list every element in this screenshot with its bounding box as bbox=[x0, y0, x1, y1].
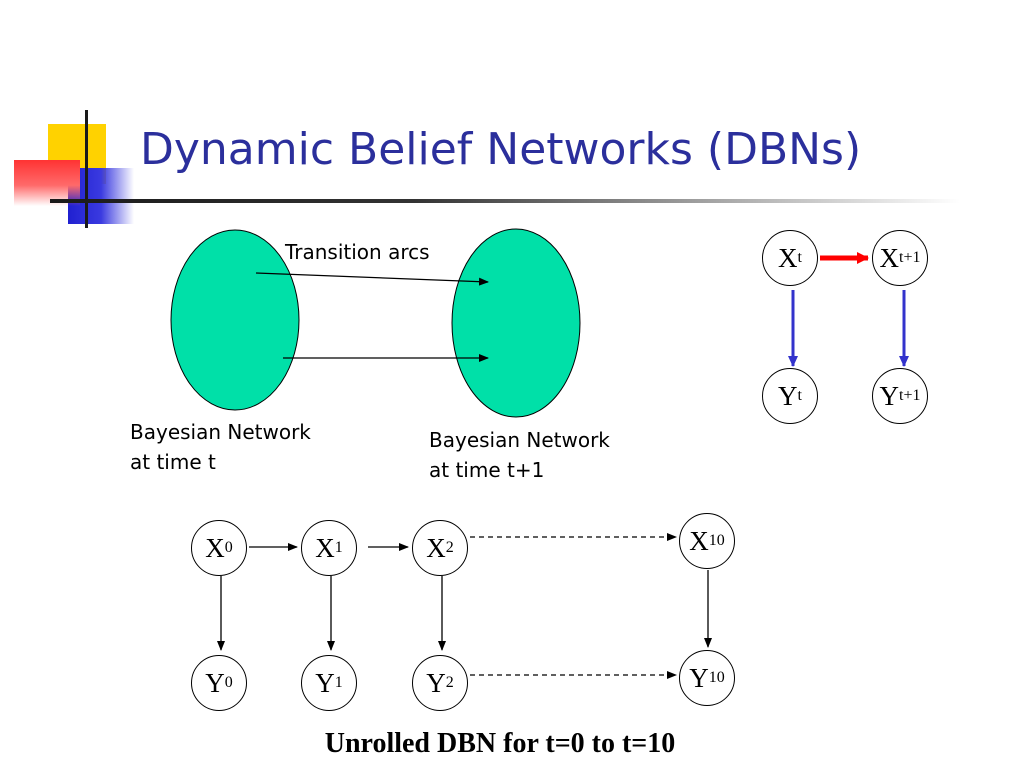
node-x10-sub: 10 bbox=[708, 532, 725, 549]
bn-ellipse-t1 bbox=[451, 228, 581, 418]
bn-ellipse-t bbox=[170, 229, 300, 411]
node-x10-base: X bbox=[689, 525, 709, 556]
node-y1-base: Y bbox=[315, 667, 335, 698]
transition-arcs-label: Transition arcs bbox=[285, 240, 430, 264]
node-x2-sub: 2 bbox=[445, 539, 454, 556]
node-y1-sub: 1 bbox=[334, 674, 343, 691]
node-x1-sub: 1 bbox=[334, 539, 343, 556]
bn-t-caption-line2: at time t bbox=[130, 450, 216, 474]
node-y-t1-sub: t+1 bbox=[899, 387, 921, 404]
node-x-t-sub: t bbox=[797, 249, 802, 266]
bn-t-caption-line1: Bayesian Network bbox=[130, 420, 311, 444]
node-y10-sub: 10 bbox=[708, 669, 725, 686]
decor-vertical-line bbox=[85, 110, 88, 228]
node-x-t1-sub: t+1 bbox=[899, 249, 921, 266]
node-x-t-base: X bbox=[778, 242, 798, 273]
node-y-t-base: Y bbox=[778, 380, 798, 411]
node-y-t1-base: Y bbox=[879, 380, 900, 411]
slide-title: Dynamic Belief Networks (DBNs) bbox=[140, 124, 862, 175]
bn-t1-caption-line2: at time t+1 bbox=[429, 458, 545, 482]
node-x-t1-base: X bbox=[879, 242, 900, 273]
node-y0-base: Y bbox=[205, 667, 225, 698]
node-x0-base: X bbox=[205, 532, 225, 563]
node-y2-sub: 2 bbox=[445, 674, 454, 691]
decor-red-square bbox=[14, 160, 80, 206]
node-y2-base: Y bbox=[426, 667, 446, 698]
transition-arc-1 bbox=[255, 272, 489, 286]
node-y10-base: Y bbox=[689, 662, 709, 693]
node-x1-base: X bbox=[315, 532, 335, 563]
title-rule bbox=[50, 199, 960, 203]
unrolled-caption: Unrolled DBN for t=0 to t=10 bbox=[324, 728, 676, 759]
node-x2-base: X bbox=[426, 532, 446, 563]
node-x0-sub: 0 bbox=[224, 539, 233, 556]
node-y0-sub: 0 bbox=[224, 674, 233, 691]
bn-t1-caption-line1: Bayesian Network bbox=[429, 428, 610, 452]
node-y-t-sub: t bbox=[797, 387, 802, 404]
